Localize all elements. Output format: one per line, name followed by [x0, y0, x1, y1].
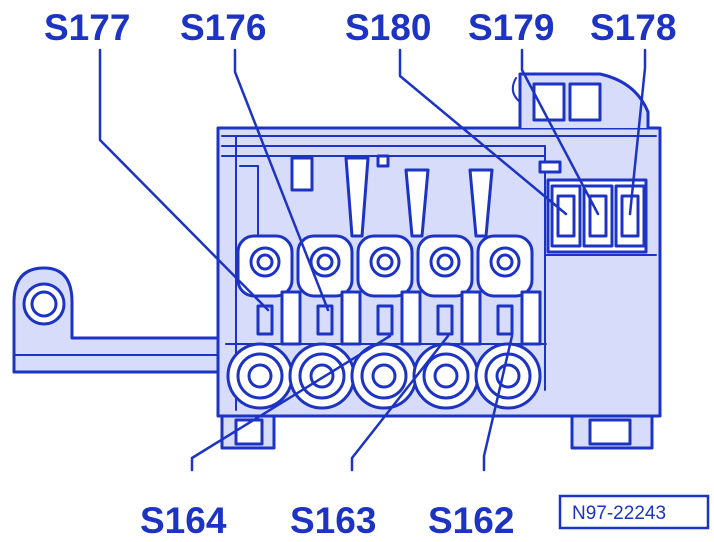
mounting-bracket: [12, 266, 222, 374]
label-s176: S176: [180, 7, 266, 48]
small-fuse-block: [546, 178, 648, 254]
label-s179: S179: [468, 7, 554, 48]
label-s164: S164: [140, 500, 227, 541]
label-s163: S163: [290, 500, 376, 541]
mounting-feet: [220, 414, 654, 450]
label-s162: S162: [428, 500, 514, 541]
fuse-s180: [550, 184, 582, 248]
fuse-s179: [582, 184, 614, 248]
label-s178: S178: [590, 7, 676, 48]
fuse-s178: [614, 184, 646, 248]
upper-terminals: [236, 234, 534, 298]
reference-code: N97-22243: [572, 503, 666, 524]
fuse-links: [239, 156, 494, 238]
lower-terminals: [225, 342, 547, 410]
reference-code-box: N97-22243: [558, 494, 710, 530]
label-s177: S177: [44, 7, 130, 48]
label-s180: S180: [345, 7, 431, 48]
leader-lines: [98, 48, 647, 472]
relay-cover: [511, 72, 650, 130]
